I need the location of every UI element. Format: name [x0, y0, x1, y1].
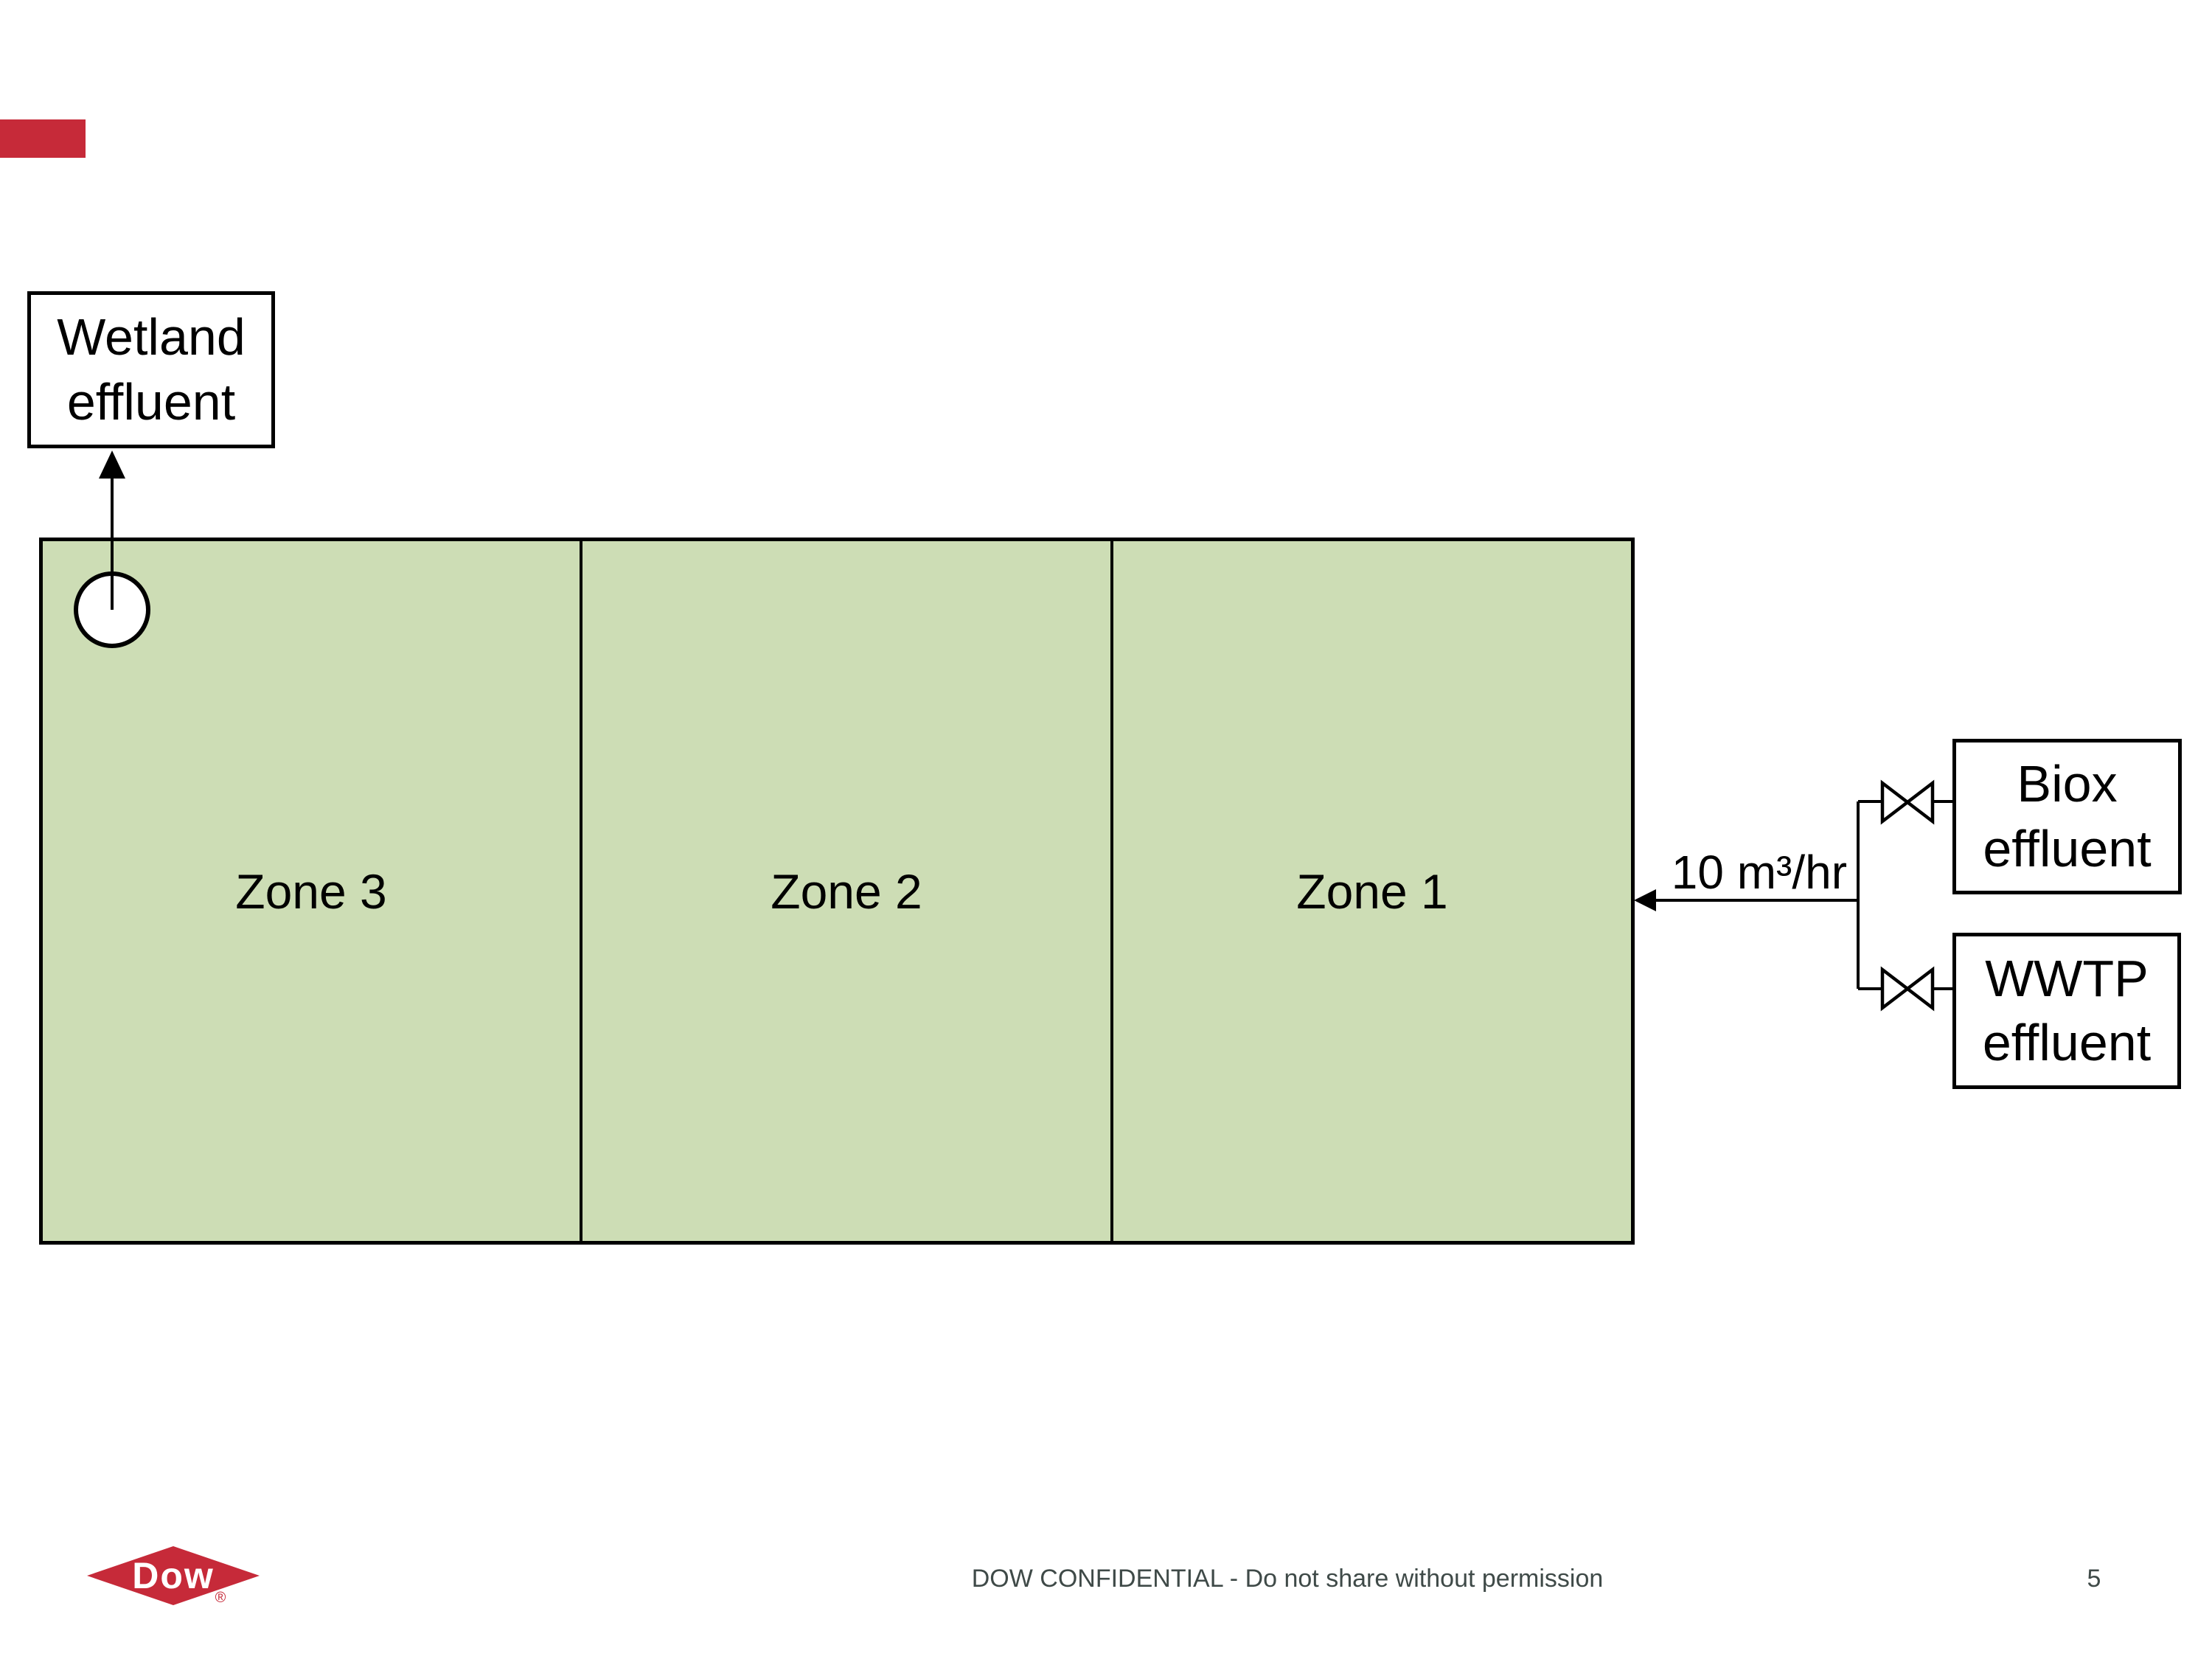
page-number: 5	[2087, 1565, 2101, 1593]
registered-mark: ®	[215, 1590, 226, 1606]
confidential-footer: DOW CONFIDENTIAL - Do not share without …	[971, 1565, 1604, 1593]
accent-bar	[0, 119, 86, 158]
wetland-effluent-box: Wetland effluent	[27, 291, 275, 448]
biox-effluent-label: Biox effluent	[1983, 755, 2152, 877]
dow-diamond-icon	[87, 1546, 260, 1605]
wwtp-effluent-box: WWTP effluent	[1952, 933, 2181, 1089]
zone-3: Zone 3	[43, 541, 580, 1241]
wwtp-effluent-label: WWTP effluent	[1982, 949, 2152, 1072]
flow-rate-label: 10 m³/hr	[1671, 846, 1847, 899]
wetland-pond: Zone 3 Zone 2 Zone 1	[39, 538, 1635, 1245]
valve-icon-biox	[1880, 779, 1935, 825]
zone-2-label: Zone 2	[771, 863, 922, 919]
biox-effluent-box: Biox effluent	[1952, 739, 2182, 894]
dow-logo: Dow ®	[87, 1546, 260, 1606]
zone-2: Zone 2	[580, 541, 1110, 1241]
wetland-effluent-label: Wetland effluent	[57, 308, 246, 431]
dow-logo-word: Dow	[132, 1555, 215, 1596]
up-arrowhead-icon	[99, 451, 125, 479]
zone-1-label: Zone 1	[1296, 863, 1448, 919]
valve-icon-wwtp	[1880, 966, 1935, 1012]
zone-1: Zone 1	[1110, 541, 1631, 1241]
zone-3-label: Zone 3	[235, 863, 387, 919]
